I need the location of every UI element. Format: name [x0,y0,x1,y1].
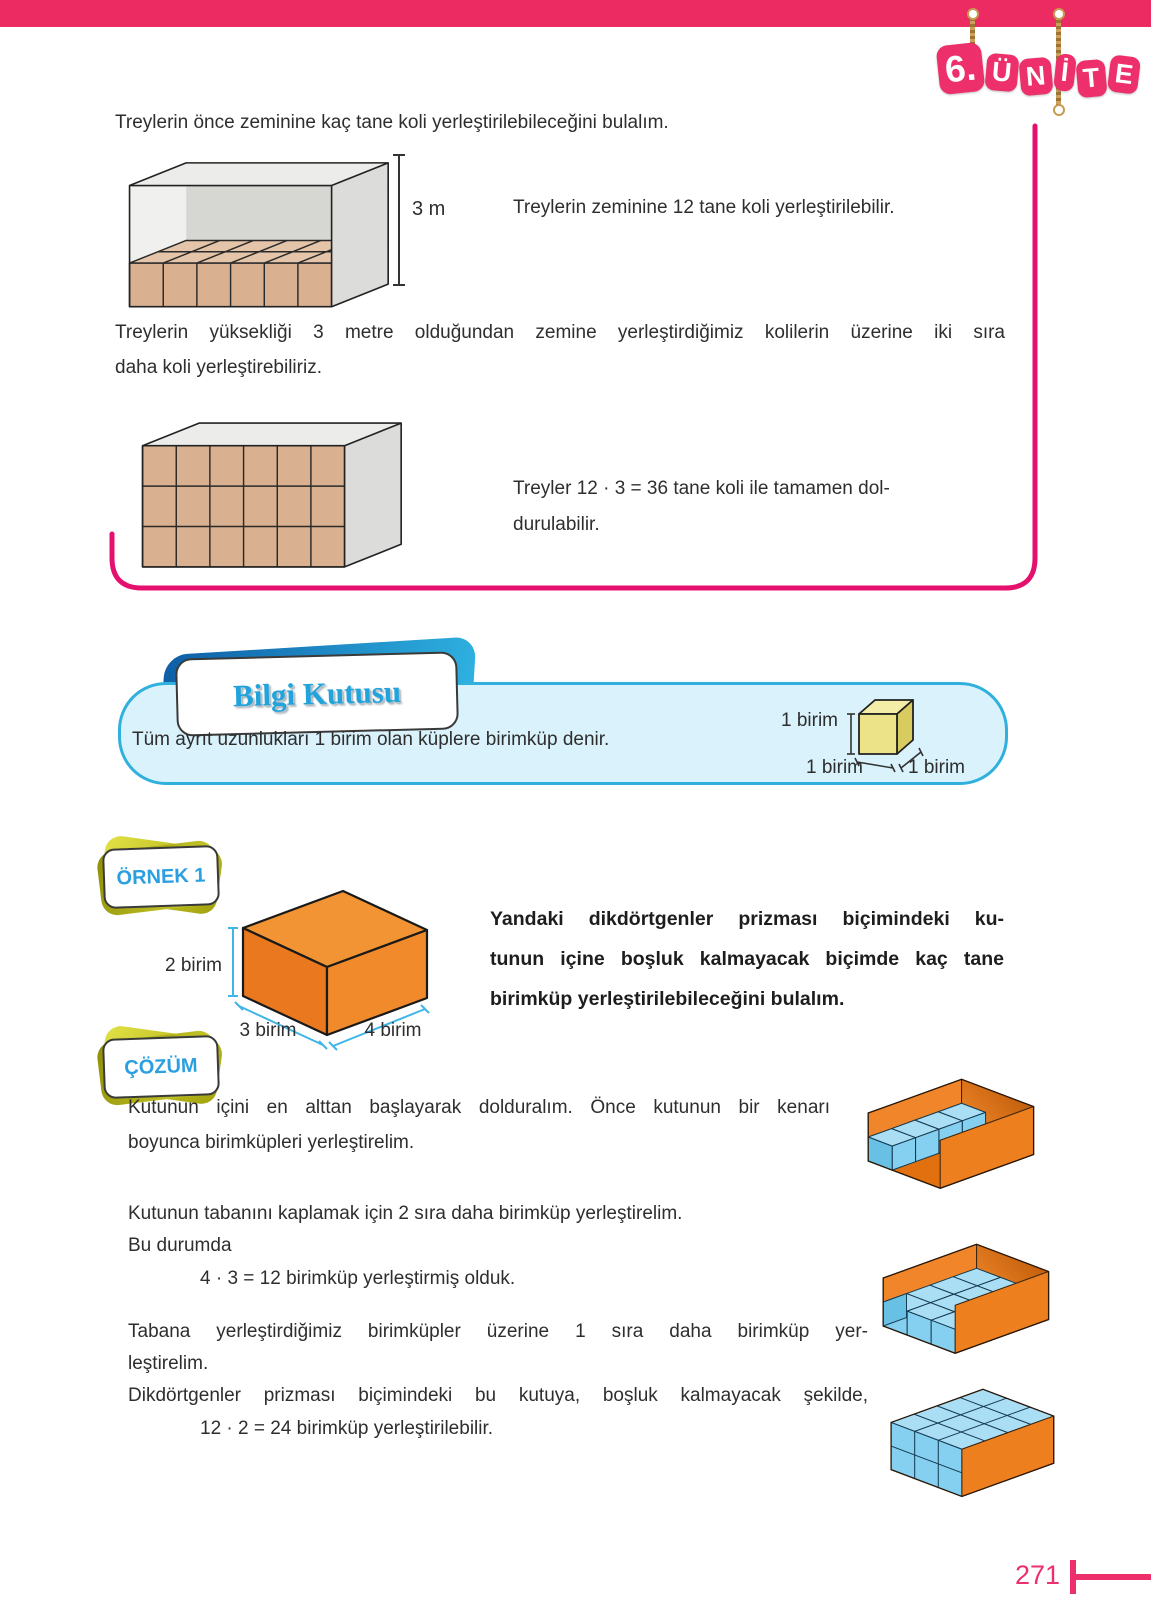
page-number-marker [1070,1560,1076,1594]
trailer-full-figure [141,422,402,568]
prism-figure [228,889,430,1051]
solution-p2-line: Kutunun tabanını kaplamak için 2 sıra da… [128,1203,683,1224]
solution-p3-line: leştirelim. [128,1353,209,1374]
page-number: 271 [1014,1560,1060,1590]
solution-p3-line: Dikdörtgenler prizması biçimindeki bu ku… [128,1385,868,1406]
example-question-line: Yandaki dikdörtgenler prizması biçiminde… [490,908,1004,930]
solution-figure-row [867,1078,1035,1189]
example-badge-text: ÖRNEK 1 [116,863,206,890]
solution-figure-layer [882,1243,1050,1354]
rope-ring-icon [967,8,979,20]
prism-depth-label: 4 birim [364,1020,422,1041]
unit-badge: 6. Ü N İ T E [935,41,1142,99]
solution-p2-line: Bu durumda [128,1235,232,1256]
unit-cube-height-label: 1 birim [780,710,838,731]
prism-height-label: 2 birim [164,955,222,976]
trailer-result-line: durulabilir. [513,514,600,535]
floor-note-text: Treylerin zeminine 12 tane koli yerleşti… [513,197,895,218]
section-bracket [109,123,1038,591]
solution-p1-line: Kutunun içini en alttan başlayarak doldu… [128,1097,830,1118]
hanger-rope-icon [970,12,975,66]
unit-cube-figure [847,699,924,773]
height-dimension-line [393,154,405,286]
unit-badge-letter: Ü [984,52,1019,93]
page-top-bar [0,0,1151,27]
info-box-title: Bilgi Kutusu [232,673,402,714]
solution-p3-equation: 12 · 2 = 24 birimküp yerleştirilebilir. [200,1418,494,1439]
solution-figure-full [890,1388,1055,1498]
solution-badge: ÇÖZÜM [101,1034,221,1100]
page-number-rule [1076,1574,1151,1580]
unit-cube-width-label: 1 birim [806,757,864,778]
example-question-line: birimküp yerleştirilebileceğini bulalım. [490,988,845,1010]
unit-badge-letter: T [1075,58,1108,99]
trailer-floor-figure [128,162,389,308]
rope-ring-icon [1053,8,1065,20]
trailer-result-line: Treyler 12 · 3 = 36 tane koli ile tamame… [513,478,890,499]
info-box-title-plate: Bilgi Kutusu [175,651,459,737]
trailer-paragraph-line: daha koli yerleştirebiliriz. [115,357,322,378]
unit-badge-letter: 6. [935,41,986,96]
example-question-line: tunun içine boşluk kalmayacak biçimde ka… [490,948,1004,970]
example-badge: ÖRNEK 1 [101,844,221,910]
trailer-paragraph-line: Treylerin yüksekliği 3 metre olduğundan … [115,322,1005,343]
trailer-intro-text: Treylerin önce zeminine kaç tane koli ye… [115,112,669,133]
unit-badge-letter: İ [1052,53,1077,92]
solution-p1-line: boyunca birimküpleri yerleştirelim. [128,1132,415,1153]
solution-p2-equation: 4 · 3 = 12 birimküp yerleştirmiş olduk. [200,1268,516,1289]
unit-badge-letter: N [1018,56,1054,97]
solution-p3-line: Tabana yerleştirdiğimiz birimküpler üzer… [128,1321,868,1342]
prism-width-label: 3 birim [239,1020,297,1041]
trailer-height-label: 3 m [412,198,446,220]
unit-cube-depth-label: 1 birim [908,757,966,778]
solution-badge-text: ÇÖZÜM [123,1054,199,1079]
info-box-body: Tüm ayrıt uzunlukları 1 birim olan küple… [132,729,610,750]
rope-ring-icon [1053,104,1065,116]
unit-badge-letter: E [1106,54,1142,95]
